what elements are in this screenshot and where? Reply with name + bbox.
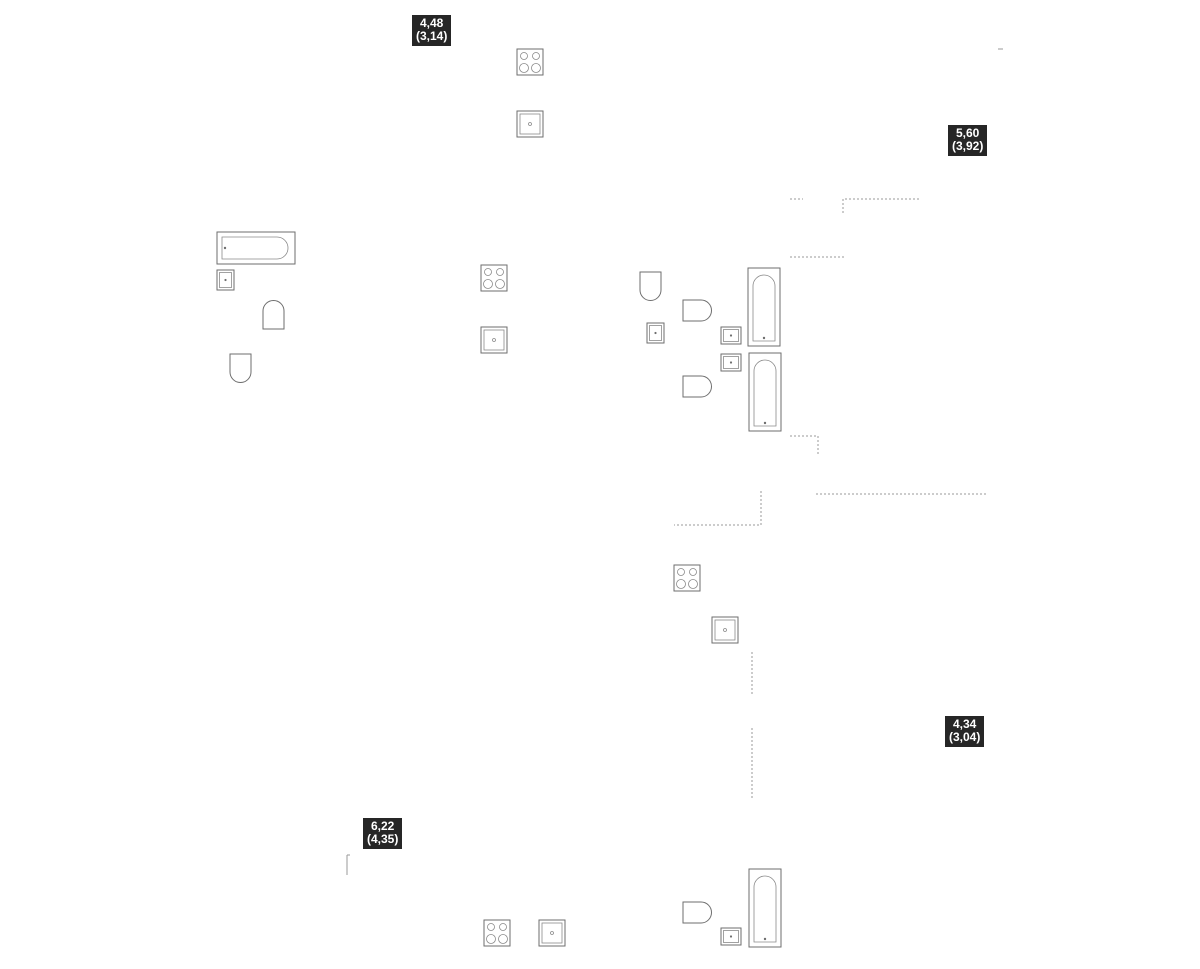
room-area-label: 4,34 (3,04) (945, 716, 985, 747)
washbasin-icon (720, 326, 742, 345)
toilet-icon (682, 299, 712, 322)
kitchen-sink-icon (711, 616, 739, 644)
toilet-icon (682, 375, 712, 398)
partition-lines (346, 48, 1003, 875)
bathtub-icon (216, 231, 296, 265)
room-area: 4,48 (420, 16, 444, 30)
toilet-icon (682, 901, 712, 924)
washbasin-icon (216, 269, 235, 291)
room-area: 4,34 (953, 717, 977, 731)
toilet-icon (639, 271, 662, 301)
room-area: 5,60 (956, 126, 980, 140)
bathtub-icon (747, 267, 781, 347)
kitchen-sink-icon (538, 919, 566, 947)
washbasin-icon (720, 353, 742, 372)
kitchen-sink-icon (516, 110, 544, 138)
washbasin-icon (720, 927, 742, 946)
stove-icon (483, 919, 511, 947)
room-area-label: 6,22 (4,35) (363, 818, 403, 849)
stove-icon (673, 564, 701, 592)
bathtub-icon (748, 868, 782, 948)
washbasin-icon (646, 322, 665, 344)
room-area-label: 4,48 (3,14) (412, 15, 452, 46)
room-area-secondary: (3,04) (949, 730, 981, 744)
bathtub-icon (748, 352, 782, 432)
stove-icon (516, 48, 544, 76)
toilet-icon (229, 353, 252, 383)
room-area-secondary: (4,35) (367, 832, 399, 846)
toilet-icon (262, 300, 285, 330)
room-area-secondary: (3,14) (416, 29, 448, 43)
stove-icon (480, 264, 508, 292)
room-area: 6,22 (371, 819, 395, 833)
kitchen-sink-icon (480, 326, 508, 354)
room-area-secondary: (3,92) (952, 139, 984, 153)
room-area-label: 5,60 (3,92) (948, 125, 988, 156)
